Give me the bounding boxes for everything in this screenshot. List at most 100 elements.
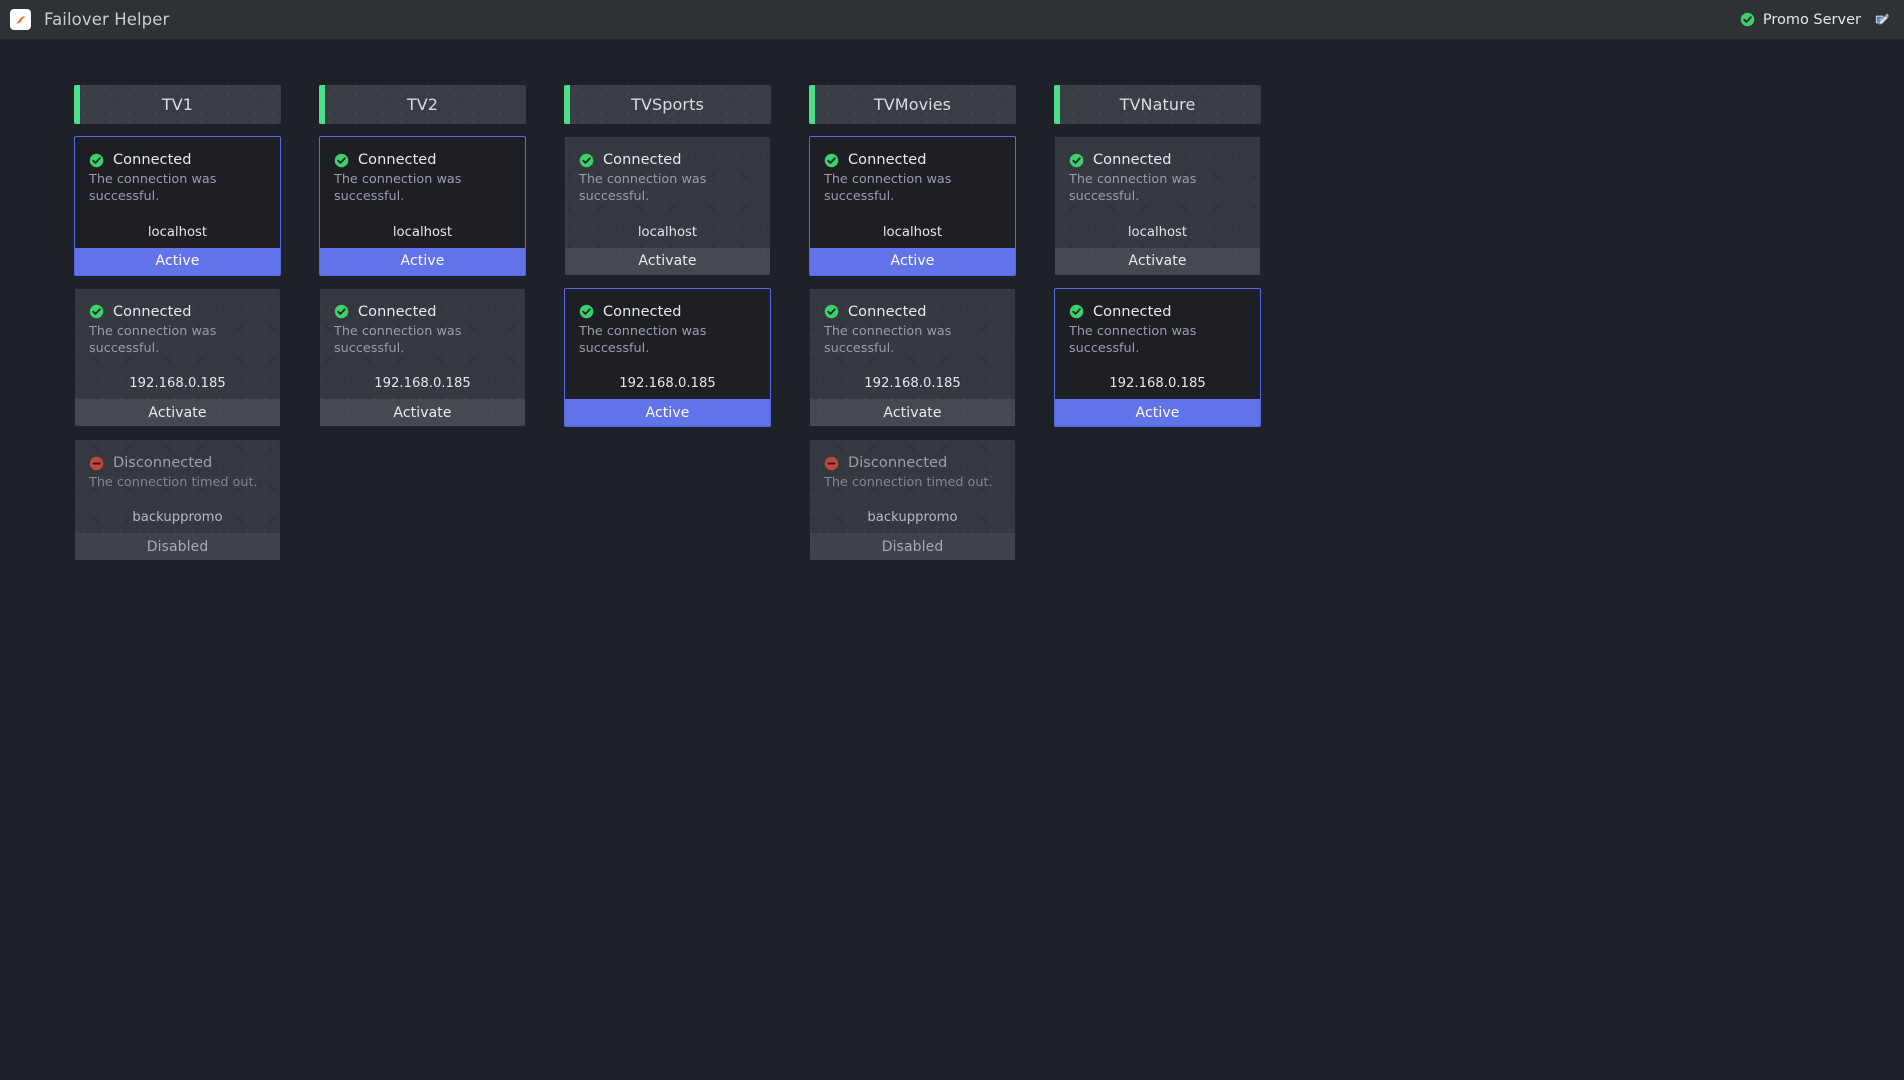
status-row: Connected xyxy=(579,152,756,168)
check-circle-icon xyxy=(824,304,839,319)
status-row: Connected xyxy=(824,152,1001,168)
card-host: localhost xyxy=(147,224,208,240)
card-host: localhost xyxy=(637,224,698,240)
status-row: Disconnected xyxy=(824,455,1001,471)
card-action-button[interactable]: Activate xyxy=(75,399,280,427)
card-action-button[interactable]: Active xyxy=(1055,399,1260,427)
minus-circle-icon xyxy=(89,456,104,470)
app-logo-icon xyxy=(10,9,31,30)
column-header: TVMovies xyxy=(809,85,1016,124)
column-header: TV1 xyxy=(74,85,281,124)
check-circle-icon xyxy=(334,304,349,319)
server-status-label: Promo Server xyxy=(1762,11,1861,28)
card-action-button[interactable]: Active xyxy=(810,247,1015,275)
status-description: The connection was successful. xyxy=(579,323,707,356)
card-host: backuppromo xyxy=(867,510,958,526)
card-action-button[interactable]: Active xyxy=(75,247,280,275)
check-circle-icon xyxy=(334,153,349,167)
card-action-button[interactable]: Activate xyxy=(1055,247,1260,275)
status-description: The connection was successful. xyxy=(579,172,707,205)
card-host: localhost xyxy=(392,224,453,240)
column-header: TVNature xyxy=(1054,85,1261,124)
status-description: The connection was successful. xyxy=(89,172,217,205)
status-description: The connection was successful. xyxy=(89,323,217,356)
card-host: localhost xyxy=(1127,224,1188,240)
titlebar-right-group: Promo Server xyxy=(1740,10,1892,30)
column-accent-bar xyxy=(809,85,815,124)
status-description: The connection was successful. xyxy=(334,323,462,356)
column-title: TV1 xyxy=(161,95,194,114)
app-title: Failover Helper xyxy=(44,10,170,29)
card-action-button[interactable]: Activate xyxy=(320,399,525,427)
status-label: Connected xyxy=(113,152,192,168)
status-row: Connected xyxy=(579,304,756,320)
card-action-button: Disabled xyxy=(810,533,1015,561)
card-host: 192.168.0.185 xyxy=(374,376,471,392)
card-action-button[interactable]: Active xyxy=(320,247,525,275)
status-description: The connection timed out. xyxy=(89,475,258,491)
status-label: Connected xyxy=(848,152,927,168)
card-action-button[interactable]: Active xyxy=(565,399,770,427)
column-header: TV2 xyxy=(319,85,526,124)
column-title: TVMovies xyxy=(873,95,952,114)
card-action-button[interactable]: Activate xyxy=(565,247,770,275)
status-description: The connection was successful. xyxy=(824,172,952,205)
card-host: 192.168.0.185 xyxy=(619,376,716,392)
status-row: Connected xyxy=(334,304,511,320)
check-circle-icon xyxy=(579,304,594,319)
titlebar: Failover Helper Promo Server xyxy=(0,0,1904,40)
server-status[interactable]: Promo Server xyxy=(1740,12,1861,28)
column-accent-bar xyxy=(74,85,80,124)
status-label: Connected xyxy=(603,152,682,168)
status-row: Connected xyxy=(1069,304,1246,320)
status-row: Connected xyxy=(334,152,511,168)
check-circle-icon xyxy=(579,153,594,167)
card-action-button[interactable]: Activate xyxy=(810,399,1015,427)
check-circle-icon xyxy=(824,153,839,167)
status-description: The connection was successful. xyxy=(334,172,462,205)
status-row: Connected xyxy=(1069,152,1246,168)
card-host: 192.168.0.185 xyxy=(864,376,961,392)
status-label: Connected xyxy=(603,303,682,320)
column-title: TVNature xyxy=(1119,95,1196,114)
edit-square-icon[interactable] xyxy=(1872,10,1892,30)
check-circle-icon xyxy=(1069,153,1084,167)
card-host: 192.168.0.185 xyxy=(1109,376,1206,392)
column-accent-bar xyxy=(319,85,325,124)
status-description: The connection was successful. xyxy=(1069,323,1197,356)
status-row: Connected xyxy=(824,304,1001,320)
minus-circle-icon xyxy=(824,456,839,470)
card-action-button: Disabled xyxy=(75,533,280,561)
status-description: The connection was successful. xyxy=(1069,172,1197,205)
status-row: Disconnected xyxy=(89,455,266,471)
status-row: Connected xyxy=(89,304,266,320)
status-description: The connection timed out. xyxy=(824,475,993,491)
column-accent-bar xyxy=(564,85,570,124)
